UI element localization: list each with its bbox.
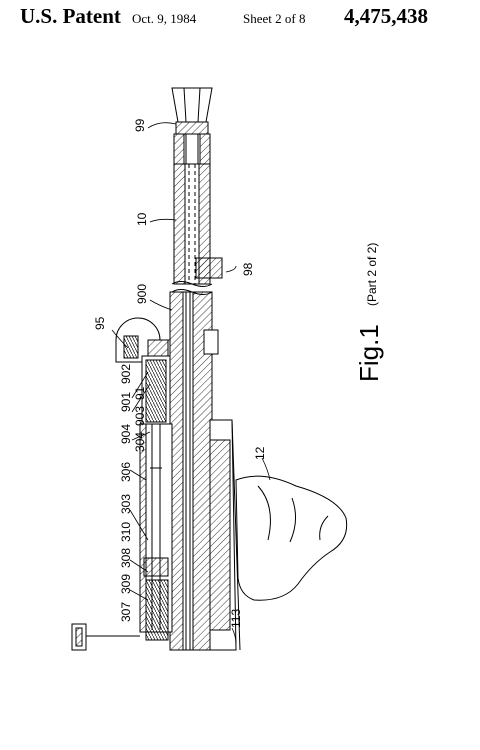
muzzle-device xyxy=(171,87,213,165)
leader-lines xyxy=(111,122,271,645)
ref-306: 306 xyxy=(119,462,133,482)
gas-cylinder-assembly xyxy=(139,355,173,641)
barrel-clamp xyxy=(195,257,223,279)
pistol-grip xyxy=(235,475,348,601)
ref-902: 902 xyxy=(119,364,133,384)
ref-309: 309 xyxy=(119,574,133,594)
ref-12: 12 xyxy=(253,446,267,460)
ref-308: 308 xyxy=(119,548,133,568)
ref-91: 91 xyxy=(133,386,147,400)
figure-subcaption: (Part 2 of 2) xyxy=(365,243,379,306)
ref-900: 900 xyxy=(135,284,149,304)
ref-310: 310 xyxy=(119,522,133,542)
ref-307: 307 xyxy=(119,602,133,622)
receiver-body xyxy=(169,291,219,651)
rear-sight xyxy=(71,623,140,651)
ref-113: 113 xyxy=(229,609,243,628)
patent-number: 4,475,438 xyxy=(344,4,428,28)
ref-304: 304 xyxy=(133,432,147,452)
stock-body xyxy=(209,419,241,651)
patent-date: Oct. 9, 1984 xyxy=(132,11,197,26)
front-sight-housing xyxy=(115,317,171,363)
ref-99: 99 xyxy=(133,118,147,132)
ref-901: 901 xyxy=(119,392,133,412)
ref-98: 98 xyxy=(241,262,255,276)
figure-caption: Fig.1 xyxy=(354,324,384,382)
ref-10: 10 xyxy=(135,212,149,226)
ref-303: 303 xyxy=(119,494,133,514)
patent-label: U.S. Patent xyxy=(20,4,121,28)
reference-numerals: 99 10 98 95 900 902 901 904 91 903 304 3… xyxy=(93,118,267,628)
ref-904: 904 xyxy=(119,424,133,444)
sheet-number: Sheet 2 of 8 xyxy=(243,11,306,26)
ref-95: 95 xyxy=(93,316,107,330)
ref-903: 903 xyxy=(133,406,147,426)
